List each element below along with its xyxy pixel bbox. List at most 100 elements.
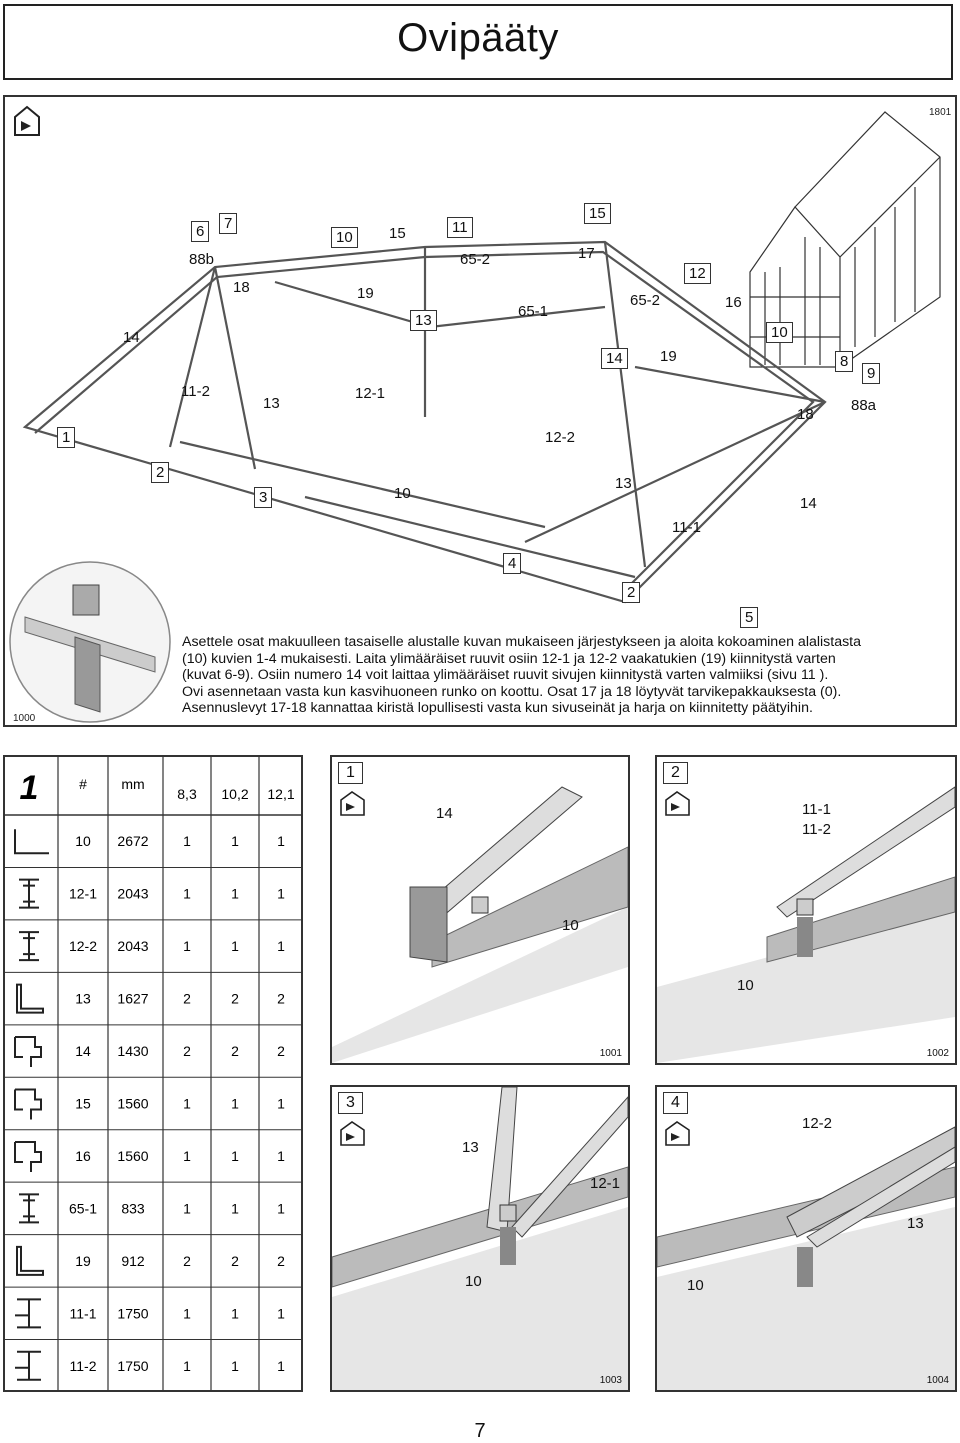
profile-shape (15, 1298, 41, 1329)
assembly-step-icon (340, 1121, 365, 1146)
label-18b: 18 (797, 406, 814, 423)
callout-10b: 10 (766, 322, 793, 343)
callout-2b: 2 (622, 582, 641, 603)
step-3-illustration (332, 1087, 628, 1390)
frame-diagram: 1000 1801 (9, 105, 952, 724)
label-18: 18 (233, 279, 250, 296)
profile-shape (14, 1140, 42, 1172)
table-cell: 1430 (117, 1043, 148, 1059)
profile-shape (16, 983, 44, 1014)
callout-2: 2 (151, 462, 170, 483)
label-10: 10 (687, 1277, 704, 1294)
instruction-line: Asennuslevyt 17-18 kannattaa kiristä lop… (182, 700, 813, 717)
callout-4: 4 (503, 553, 522, 574)
label-19b: 19 (660, 348, 677, 365)
table-cell: 1750 (117, 1305, 148, 1321)
table-cell: 1 (231, 1200, 239, 1216)
instruction-line: (10) kuvien 1-4 mukaisesti. Laita ylimää… (182, 650, 836, 667)
step-panel-4: 4 12-2 13 10 1004 (655, 1085, 957, 1392)
table-cell: 833 (121, 1200, 145, 1216)
table-cell: 16 (75, 1148, 91, 1164)
table-cell: 1 (183, 1200, 191, 1216)
table-header: 8,3 (177, 786, 197, 802)
profile-shape (14, 829, 49, 855)
instruction-line: Ovi asennetaan vasta kun kasvihuoneen ru… (182, 683, 842, 700)
table-cell: 1 (277, 1148, 285, 1164)
corner-profile-icon (14, 1088, 42, 1120)
table-cell: 19 (75, 1253, 91, 1269)
table-header: mm (121, 776, 144, 792)
table-cell: 1 (231, 938, 239, 954)
callout-14: 14 (601, 348, 628, 369)
table-header: 10,2 (221, 786, 248, 802)
label-13: 13 (907, 1215, 924, 1232)
table-cell: 1 (277, 1305, 285, 1321)
callout-12: 12 (684, 263, 711, 284)
assembly-step-icon (14, 105, 40, 136)
label-11-1: 11-1 (672, 519, 701, 536)
profile-shape (16, 1245, 44, 1276)
label-17: 17 (578, 245, 595, 262)
label-65-2b: 65-2 (630, 292, 661, 309)
panel-code: 1002 (926, 1048, 949, 1059)
step-number: 4 (663, 1092, 688, 1114)
profile-shape (14, 1088, 42, 1120)
main-diagram-panel: 1000 1801 6 7 10 11 15 12 10 14 8 9 1 2 … (3, 95, 957, 727)
frame-members (22, 240, 827, 604)
callout-8: 8 (835, 351, 854, 372)
table-cell: 1 (277, 1200, 285, 1216)
step-number: 1 (338, 762, 363, 784)
step-4-illustration (657, 1126, 955, 1390)
table-cell: 12-2 (69, 938, 97, 954)
corner-profile-icon (14, 1036, 42, 1068)
table-cell: 1560 (117, 1096, 148, 1112)
profile-shape (19, 1193, 39, 1224)
diagram-code: 1801 (929, 107, 952, 118)
step-number: 2 (663, 762, 688, 784)
table-border (3, 755, 303, 1392)
label-88b: 88b (189, 251, 215, 268)
table-cell: 11-2 (70, 1358, 97, 1374)
table-cell: 912 (121, 1253, 145, 1269)
label-13: 13 (263, 395, 280, 412)
table-cell: 1 (277, 1096, 285, 1112)
instruction-line: Asettele osat makuulleen tasaiselle alus… (182, 634, 862, 650)
table-cell: 1 (277, 833, 285, 849)
table-cell: 1 (231, 1096, 239, 1112)
table-cell: 2 (183, 1253, 191, 1269)
label-14b: 14 (800, 495, 817, 512)
profile-shape (19, 931, 39, 962)
i-beam-profile-icon (19, 931, 39, 962)
table-cell: 1 (183, 1358, 191, 1374)
table-header: 12,1 (267, 786, 294, 802)
table-cell: 2 (183, 991, 191, 1007)
callout-3: 3 (254, 487, 273, 508)
label-12-2: 12-2 (802, 1115, 833, 1132)
step-2-illustration (657, 786, 955, 1063)
table-cell: 1 (183, 1148, 191, 1164)
panel-code: 1004 (926, 1375, 949, 1386)
callout-15: 15 (584, 203, 611, 224)
profile-shape (19, 878, 39, 909)
table-cell: 1 (277, 938, 285, 954)
i-beam-profile-icon (19, 1193, 39, 1224)
callout-11: 11 (447, 217, 473, 238)
label-13: 13 (462, 1139, 479, 1156)
label-15: 15 (389, 225, 406, 242)
table-cell: 1 (183, 1096, 191, 1112)
label-65-1: 65-1 (518, 303, 549, 320)
label-10: 10 (465, 1273, 482, 1290)
table-cell: 1750 (117, 1358, 148, 1374)
table-cell: 2 (277, 1253, 285, 1269)
table-cell: 2 (277, 1043, 285, 1059)
assembly-step-icon (665, 1121, 690, 1146)
step-number: 3 (338, 1092, 363, 1114)
title-box: Ovipääty (3, 4, 953, 80)
label-12-1: 12-1 (590, 1175, 621, 1192)
table-cell: 2 (277, 991, 285, 1007)
callout-7: 7 (219, 213, 238, 234)
table-cell: 2043 (117, 938, 148, 954)
callout-13: 13 (410, 310, 437, 331)
